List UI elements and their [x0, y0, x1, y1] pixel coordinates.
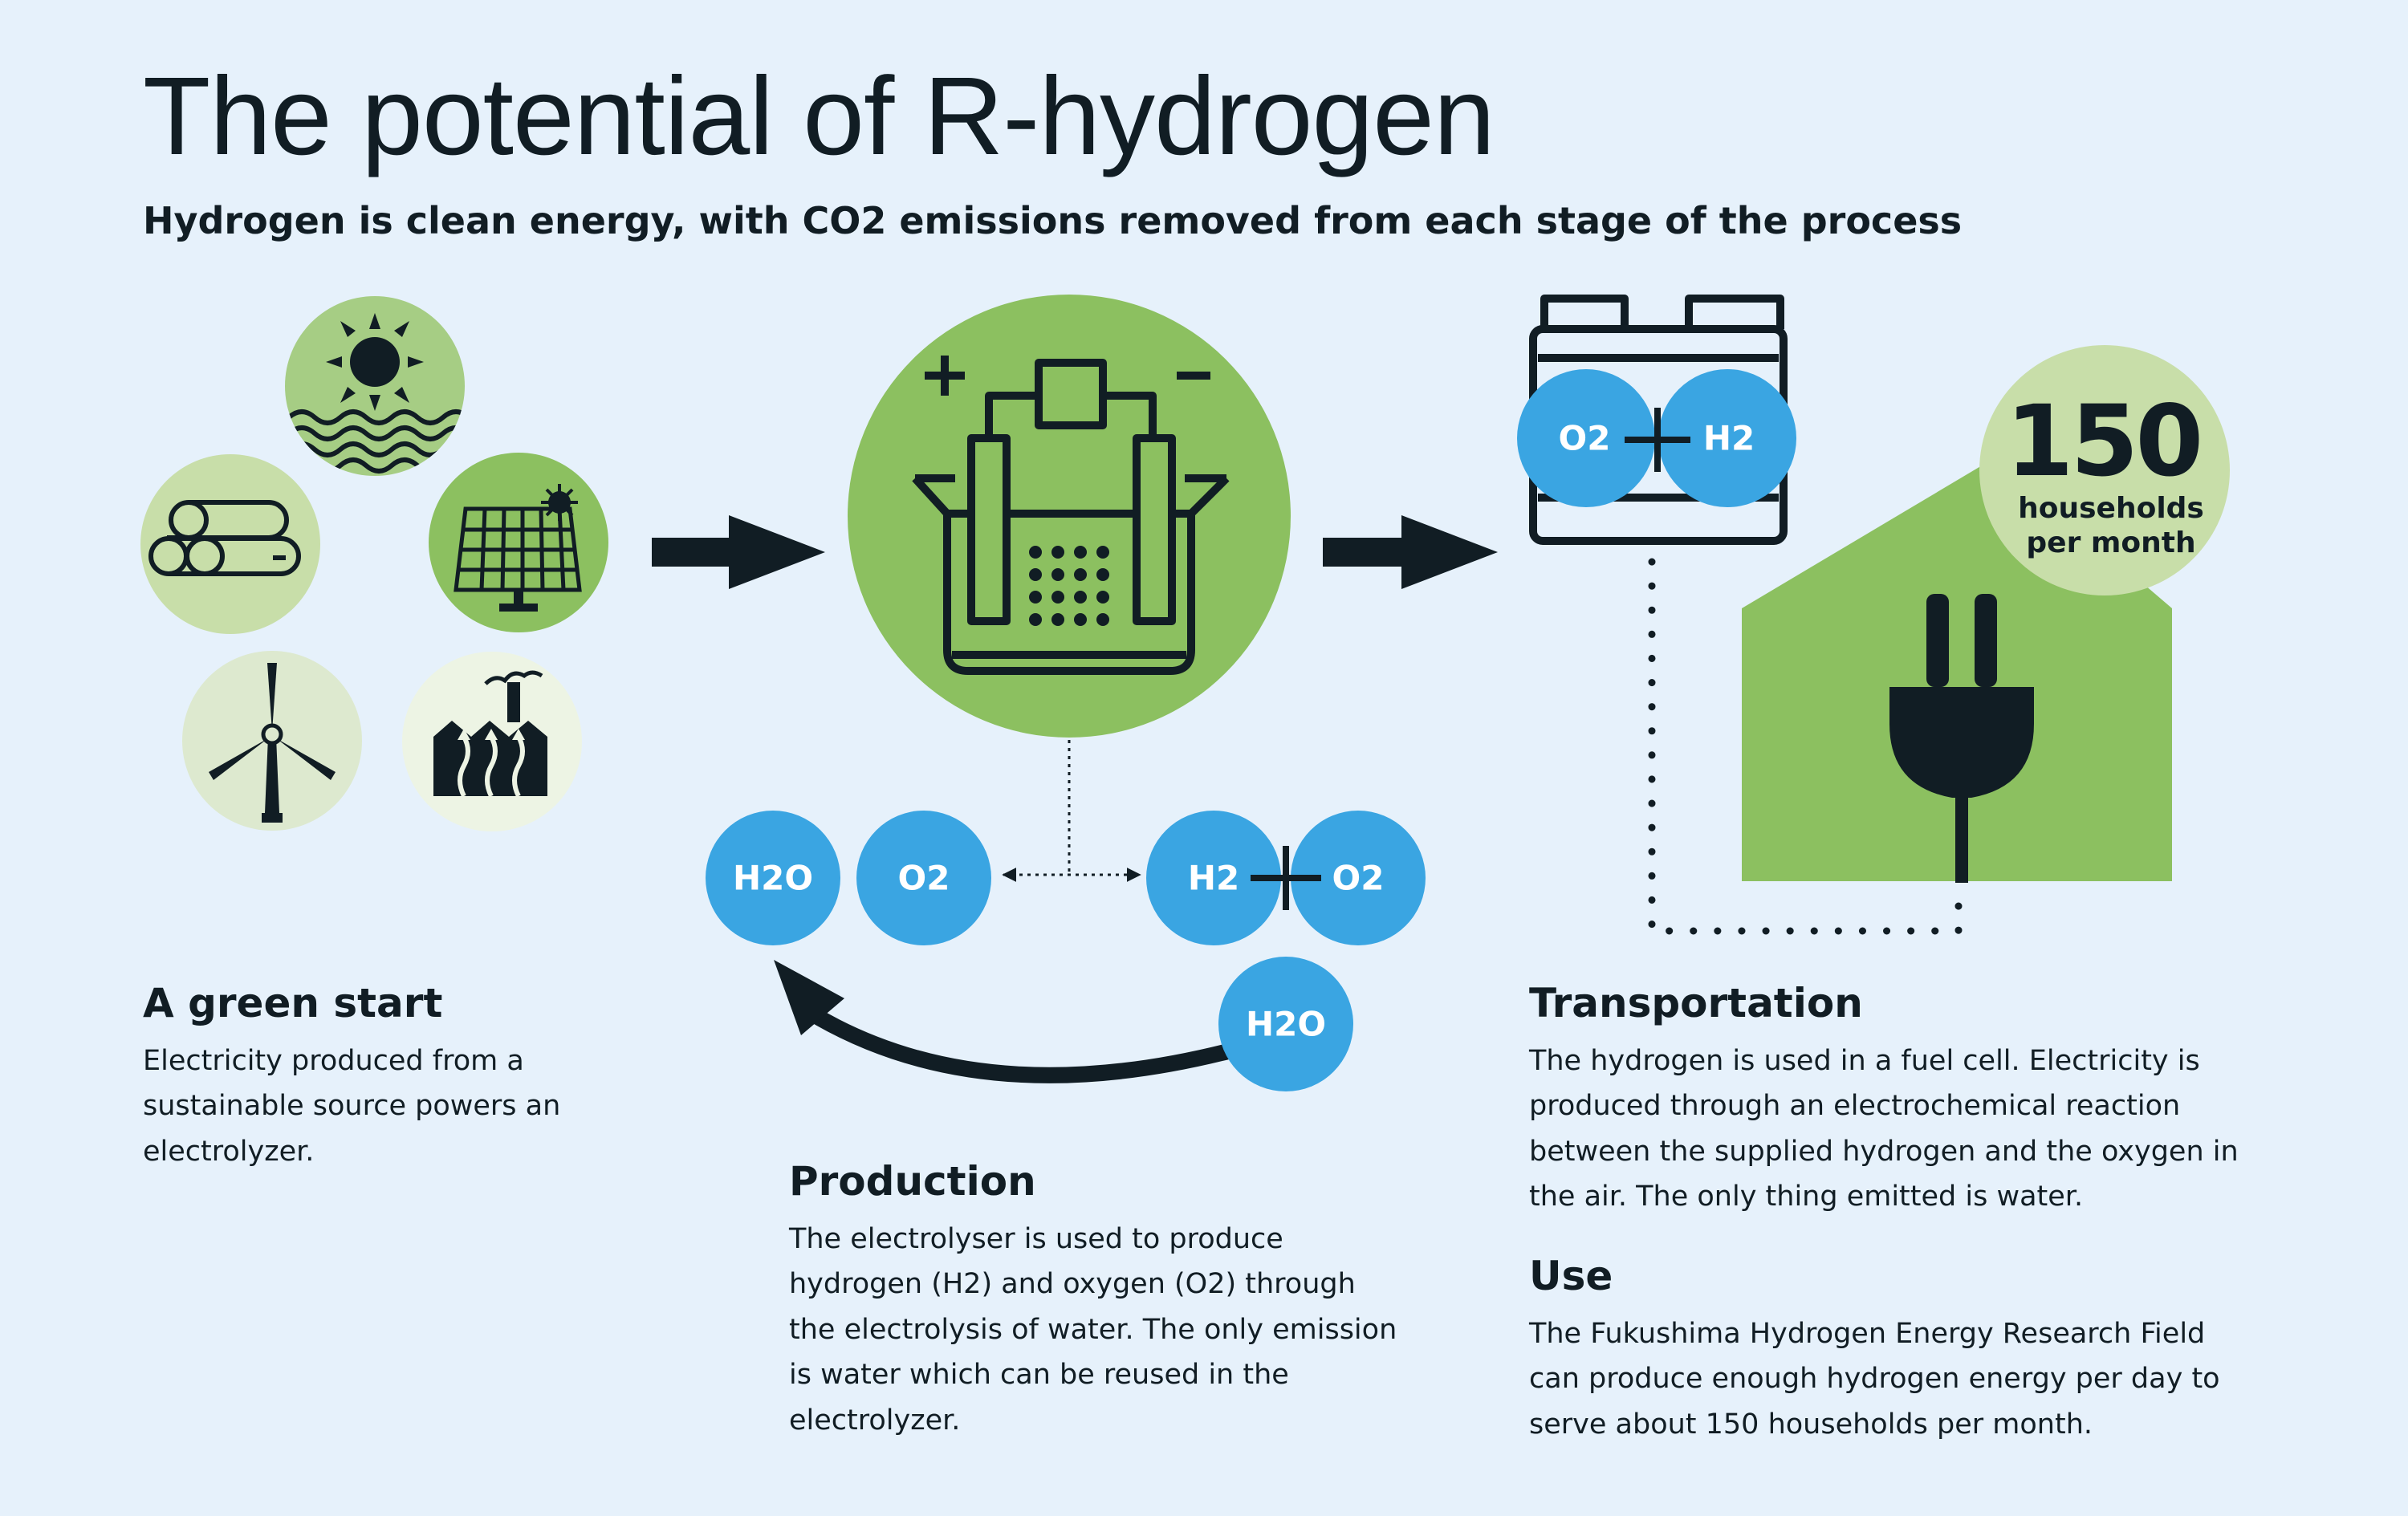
section-green-start: A green start Electricity produced from …: [143, 980, 753, 1174]
molecule-label: O2: [1332, 859, 1385, 898]
arrow-to-electrolyzer: [652, 515, 825, 589]
stat-label-line1: households: [2018, 492, 2204, 525]
molecule-label: H2O: [733, 859, 813, 898]
geothermal-plant-icon: [402, 652, 582, 831]
stat-value: 150: [2006, 384, 2201, 498]
electrolyzer-output-connector: [1002, 740, 1141, 882]
electrolyzer-icon: [848, 295, 1291, 738]
plus-icon: [1251, 846, 1321, 910]
page-title: The potential of R-hydrogen: [143, 55, 1495, 178]
molecule-o2-right: O2: [1291, 811, 1426, 945]
water-recycle-arrow: [774, 960, 1230, 1083]
fuel-cell-battery-icon: O2 H2: [1517, 295, 1796, 545]
stat-label-line2: per month: [2026, 526, 2195, 559]
section-heading: Use: [1529, 1253, 1613, 1299]
molecule-label: O2: [898, 859, 950, 898]
page-subtitle: Hydrogen is clean energy, with CO2 emiss…: [143, 199, 1963, 242]
plug-icon: [1889, 594, 2034, 883]
molecule-label: H2: [1703, 419, 1755, 458]
section-body: The electrolyser is used to produce hydr…: [789, 1222, 1397, 1437]
section-production: Production The electrolyser is used to p…: [789, 1158, 1399, 1443]
section-body: Electricity produced from a sustainable …: [143, 1044, 561, 1168]
molecule-h2-right: H2: [1146, 811, 1281, 945]
section-heading: Transportation: [1529, 980, 1863, 1026]
section-transportation: Transportation The hydrogen is used in a…: [1529, 980, 2239, 1220]
molecule-label: H2O: [1246, 1005, 1326, 1044]
section-body: The hydrogen is used in a fuel cell. Ele…: [1529, 1044, 2239, 1213]
sun-water-icon: [285, 296, 465, 476]
households-stat-badge: 150 households per month: [1979, 345, 2230, 595]
molecule-label: H2: [1188, 859, 1239, 898]
section-body: The Fukushima Hydrogen Energy Research F…: [1529, 1317, 2220, 1441]
section-heading: A green start: [143, 980, 443, 1026]
power-line-connector: [1648, 558, 1963, 935]
molecule-o2-left: O2: [856, 811, 991, 945]
wind-turbine-icon: [182, 651, 362, 831]
molecule-h2o-left: H2O: [706, 811, 840, 945]
molecule-h2o-recycled: H2O: [1218, 957, 1353, 1091]
molecule-label: O2: [1559, 419, 1611, 458]
logs-icon: [140, 454, 320, 634]
section-heading: Production: [789, 1158, 1036, 1205]
section-use: Use The Fukushima Hydrogen Energy Resear…: [1529, 1253, 2220, 1447]
arrow-to-fuel-cell: [1323, 515, 1498, 589]
solar-panel-icon: [429, 453, 608, 632]
